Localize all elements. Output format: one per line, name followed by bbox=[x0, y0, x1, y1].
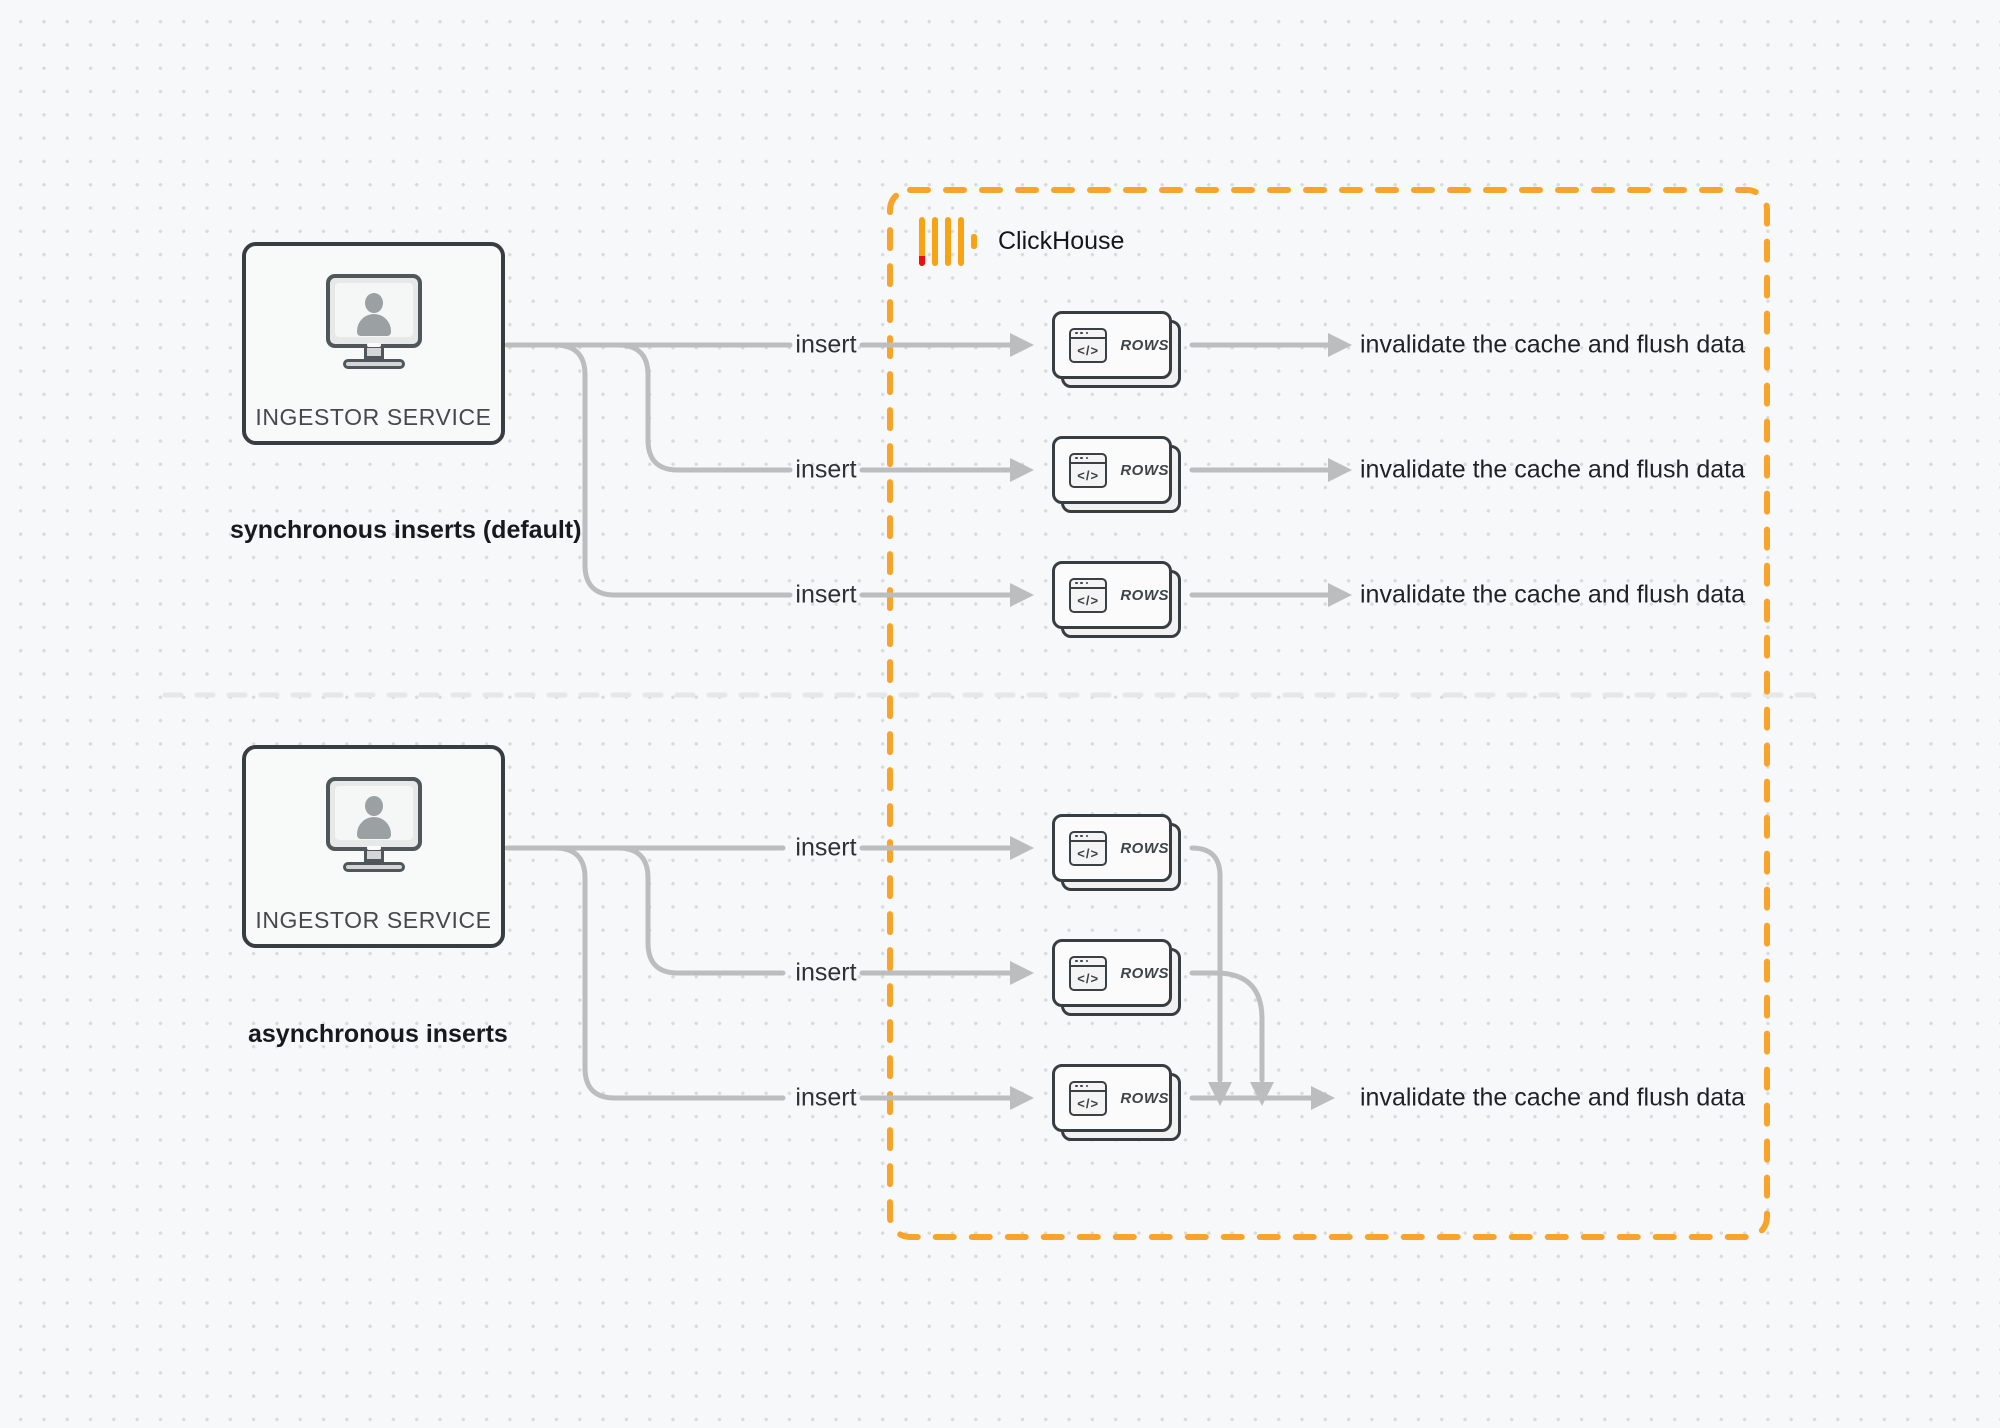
clickhouse-logo-icon bbox=[919, 217, 977, 266]
ingestor-service-node-sync: INGESTOR SERVICE bbox=[242, 242, 505, 445]
card-face: </> ROWS bbox=[1052, 939, 1172, 1007]
rows-label: ROWS bbox=[1120, 336, 1169, 354]
result-label: invalidate the cache and flush data bbox=[1360, 330, 1745, 359]
monitor-screen bbox=[334, 283, 413, 337]
monitor-base bbox=[342, 359, 405, 369]
rows-node: </> ROWS bbox=[1052, 1064, 1182, 1141]
arrowhead-icon bbox=[1010, 583, 1034, 607]
code-glyph: </> bbox=[1077, 467, 1100, 483]
clickhouse-dashed-border bbox=[887, 187, 1770, 1240]
arrowhead-icon bbox=[1010, 961, 1034, 985]
insert-label: insert bbox=[795, 1083, 857, 1112]
logo-bar bbox=[919, 217, 925, 266]
logo-red-foot bbox=[919, 256, 925, 266]
result-label: invalidate the cache and flush data bbox=[1360, 1083, 1745, 1112]
connector-line bbox=[552, 342, 793, 598]
browser-dots bbox=[1071, 455, 1106, 464]
card-face: </> ROWS bbox=[1052, 1064, 1172, 1132]
code-window-icon: </> bbox=[1069, 327, 1108, 363]
arrowhead-icon bbox=[1250, 1082, 1274, 1106]
monitor-bezel bbox=[325, 777, 422, 851]
code-window-icon: </> bbox=[1069, 1080, 1108, 1116]
rows-label: ROWS bbox=[1120, 586, 1169, 604]
arrowhead-icon bbox=[1311, 1086, 1335, 1110]
user-head bbox=[364, 796, 383, 816]
code-glyph: </> bbox=[1077, 1095, 1100, 1111]
browser-dots bbox=[1071, 330, 1106, 339]
rows-node: </> ROWS bbox=[1052, 436, 1182, 513]
browser-dots bbox=[1071, 958, 1106, 967]
user-body bbox=[356, 314, 391, 336]
rows-label: ROWS bbox=[1120, 461, 1169, 479]
arrowhead-icon bbox=[1208, 1082, 1232, 1106]
rows-node: </> ROWS bbox=[1052, 311, 1182, 388]
ingestor-service-node-async: INGESTOR SERVICE bbox=[242, 745, 505, 948]
monitor-notch bbox=[366, 846, 381, 850]
rows-node: </> ROWS bbox=[1052, 561, 1182, 638]
insert-label: insert bbox=[795, 330, 857, 359]
arrowhead-icon bbox=[1328, 458, 1352, 482]
connector-line bbox=[615, 342, 793, 473]
logo-bar-short bbox=[971, 234, 977, 249]
code-window-icon: </> bbox=[1069, 577, 1108, 613]
insert-label: insert bbox=[795, 833, 857, 862]
ingestor-service-label: INGESTOR SERVICE bbox=[255, 404, 492, 430]
browser-dots bbox=[1071, 1083, 1106, 1092]
connector-line bbox=[1189, 970, 1265, 1083]
monitor-bezel bbox=[325, 274, 422, 348]
code-glyph: </> bbox=[1077, 845, 1100, 861]
rows-label: ROWS bbox=[1120, 839, 1169, 857]
connector-line bbox=[1189, 845, 1223, 1083]
arrowhead-icon bbox=[1010, 836, 1034, 860]
card-face: </> ROWS bbox=[1052, 814, 1172, 882]
user-head bbox=[364, 293, 383, 313]
logo-bar bbox=[932, 217, 938, 266]
card-face: </> ROWS bbox=[1052, 436, 1172, 504]
clickhouse-label: ClickHouse bbox=[998, 227, 1125, 255]
code-window-icon: </> bbox=[1069, 452, 1108, 488]
insert-label: insert bbox=[795, 958, 857, 987]
rows-label: ROWS bbox=[1120, 1089, 1169, 1107]
code-window-icon: </> bbox=[1069, 830, 1108, 866]
result-label: invalidate the cache and flush data bbox=[1360, 455, 1745, 484]
arrowhead-icon bbox=[1010, 1086, 1034, 1110]
browser-dots bbox=[1071, 580, 1106, 589]
connector-line bbox=[615, 845, 786, 976]
monitor-base bbox=[342, 862, 405, 872]
async-caption: asynchronous inserts bbox=[248, 1020, 508, 1048]
logo-bar bbox=[945, 217, 951, 266]
clickhouse-logo: ClickHouse bbox=[919, 217, 1124, 266]
monitor-user-icon bbox=[325, 274, 422, 369]
logo-bar bbox=[958, 217, 964, 266]
insert-label: insert bbox=[795, 580, 857, 609]
monitor-neck bbox=[363, 348, 384, 359]
rows-node: </> ROWS bbox=[1052, 814, 1182, 891]
code-glyph: </> bbox=[1077, 970, 1100, 986]
code-glyph: </> bbox=[1077, 342, 1100, 358]
connector-line bbox=[552, 845, 786, 1101]
arrowhead-icon bbox=[1328, 583, 1352, 607]
code-glyph: </> bbox=[1077, 592, 1100, 608]
sync-caption: synchronous inserts (default) bbox=[230, 516, 582, 544]
browser-dots bbox=[1071, 833, 1106, 842]
monitor-screen bbox=[334, 786, 413, 840]
rows-label: ROWS bbox=[1120, 964, 1169, 982]
rows-node: </> ROWS bbox=[1052, 939, 1182, 1016]
monitor-user-icon bbox=[325, 777, 422, 872]
arrowhead-icon bbox=[1010, 333, 1034, 357]
monitor-notch bbox=[366, 343, 381, 347]
user-body bbox=[356, 817, 391, 839]
monitor-neck bbox=[363, 851, 384, 862]
card-face: </> ROWS bbox=[1052, 561, 1172, 629]
insert-label: insert bbox=[795, 455, 857, 484]
ingestor-service-label: INGESTOR SERVICE bbox=[255, 907, 492, 933]
result-label: invalidate the cache and flush data bbox=[1360, 580, 1745, 609]
code-window-icon: </> bbox=[1069, 955, 1108, 991]
arrowhead-icon bbox=[1010, 458, 1034, 482]
card-face: </> ROWS bbox=[1052, 311, 1172, 379]
arrowhead-icon bbox=[1328, 333, 1352, 357]
